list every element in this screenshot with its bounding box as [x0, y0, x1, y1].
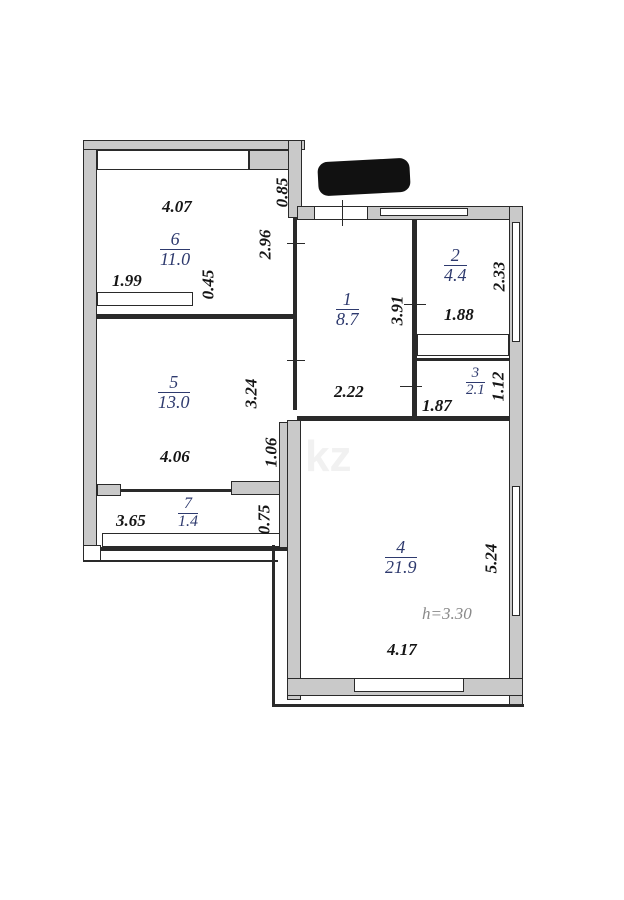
dim-r3-width: 1.87: [422, 396, 452, 415]
room-6-label: 6 11.0: [160, 229, 191, 269]
wall-1-4: [297, 416, 509, 421]
room-1-label: 1 8.7: [336, 289, 359, 329]
dim-r6-width: 4.07: [162, 197, 192, 216]
door-tick: [342, 200, 343, 226]
wall-1-2: [412, 220, 417, 418]
wall-r6-right-lower: [293, 218, 297, 410]
ducts-2-3: [417, 334, 509, 356]
dim-r5-depth: 3.24: [241, 378, 261, 409]
window-room-6: [97, 150, 249, 170]
dim-r6-closet-depth: 0.45: [198, 269, 218, 300]
wall-left-bottom-cap: [83, 545, 101, 561]
room-3-label: 3 2.1: [466, 365, 485, 398]
wall-6-5: [97, 314, 293, 319]
dim-r6-depth: 2.96: [255, 229, 275, 260]
wall-r6-right-upper: [288, 140, 302, 218]
wall-2-3: [417, 358, 509, 361]
balcony-edge: [97, 547, 287, 551]
door-tick: [287, 360, 305, 361]
window-room-4-bottom: [354, 678, 464, 692]
window-room-2-side: [512, 222, 520, 342]
wall-r4-left-outer: [272, 545, 275, 707]
door-tick: [404, 304, 426, 305]
wall-r6-top-right: [249, 150, 291, 170]
redacted-area: [317, 157, 411, 197]
watermark: kz: [305, 432, 352, 481]
room-2-label: 2 4.4: [444, 245, 467, 285]
window-room-2-top: [380, 208, 468, 216]
dim-r4-depth: 5.24: [481, 543, 501, 574]
room-4-label: 4 21.9: [385, 537, 417, 577]
window-room-4-side: [512, 486, 520, 616]
room-5-label: 5 13.0: [158, 372, 190, 412]
dim-r1-width: 2.22: [334, 382, 364, 401]
dim-r4-width: 4.17: [387, 640, 417, 659]
entry-door-gap: [314, 206, 368, 220]
dim-r2-depth: 2.33: [489, 261, 509, 292]
dim-r5-width: 4.06: [160, 447, 190, 466]
wall-r4-left: [287, 420, 301, 700]
dim-r6-door: 0.85: [272, 177, 292, 208]
door-tick: [400, 386, 422, 387]
wall-top-left: [83, 140, 305, 150]
dim-r5-door: 1.06: [261, 437, 281, 468]
wall-5-7-left: [97, 484, 121, 496]
dim-r2-width: 1.88: [444, 305, 474, 324]
dim-r7-width: 3.65: [116, 511, 146, 530]
balcony-rail: [102, 533, 280, 547]
dim-r7-depth: 0.75: [254, 504, 274, 535]
wall-left-outer: [83, 140, 97, 560]
door-tick: [287, 243, 305, 244]
wall-bottom-outer: [272, 704, 524, 707]
wall-5-7-door: [121, 489, 231, 492]
room-7-label: 7 1.4: [178, 495, 198, 530]
dim-r3-depth: 1.12: [488, 371, 508, 402]
dim-r6-closet-width: 1.99: [112, 271, 142, 290]
balcony-bottom: [83, 560, 278, 562]
dim-r1-depth: 3.91: [387, 295, 407, 326]
ceiling-height: h=3.30: [422, 604, 472, 623]
closet-room-6: [97, 292, 193, 306]
